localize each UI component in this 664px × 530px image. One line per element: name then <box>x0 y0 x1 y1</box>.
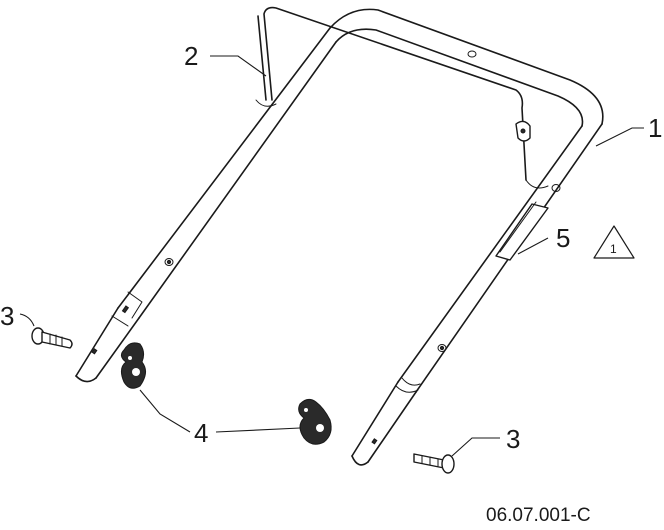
handle-knob-upper <box>121 343 145 388</box>
leader-lines <box>20 56 644 456</box>
warning-triangle-icon: 1 <box>594 226 634 258</box>
callout-part-3-left: 3 <box>0 301 14 331</box>
drawing-code: 06.07.001-C <box>486 505 591 526</box>
control-bail <box>256 8 548 188</box>
left-carriage-bolt <box>32 328 72 348</box>
warning-triangle-number: 1 <box>610 242 617 256</box>
callout-part-5: 5 <box>556 223 570 253</box>
handle-knob-lower <box>299 399 331 444</box>
callout-part-1: 1 <box>648 113 662 143</box>
upper-handle <box>118 9 603 465</box>
callout-part-3-right: 3 <box>506 424 520 454</box>
callout-part-2: 2 <box>184 41 198 71</box>
callout-part-4: 4 <box>194 418 208 448</box>
right-carriage-bolt <box>414 454 454 473</box>
